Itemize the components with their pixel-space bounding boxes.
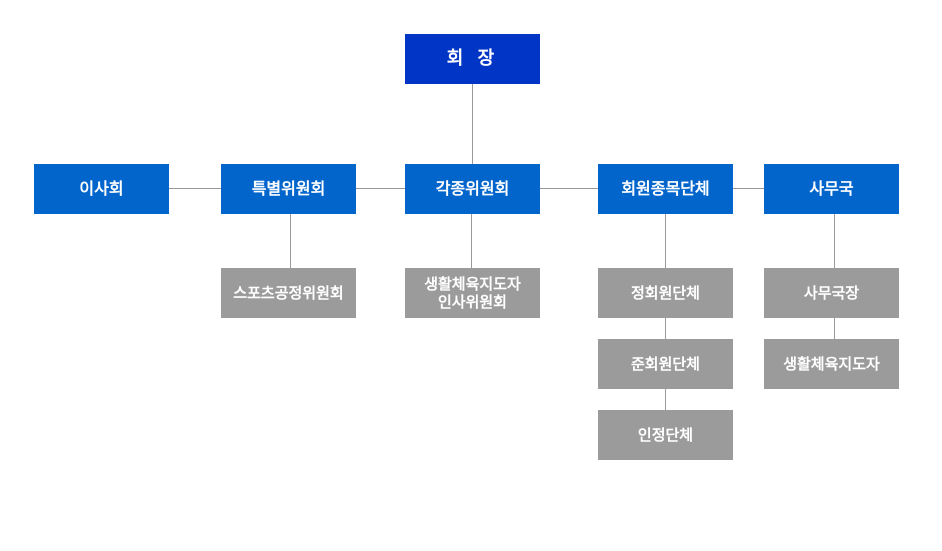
connector-top-vertical — [472, 84, 473, 164]
connector-special-down — [290, 214, 291, 268]
president-box: 회 장 — [405, 34, 540, 84]
committees-box: 각종위원회 — [405, 164, 540, 214]
secretariat-box: 사무국 — [764, 164, 899, 214]
secretary-general-box: 사무국장 — [764, 268, 899, 318]
associate-member-groups-box: 준회원단체 — [598, 339, 733, 389]
board-box: 이사회 — [34, 164, 169, 214]
recognized-groups-box: 인정단체 — [598, 410, 733, 460]
instructor-personnel-line1: 생활체육지도자 — [424, 275, 521, 293]
sports-instructor-box: 생활체육지도자 — [764, 339, 899, 389]
instructor-personnel-committee-box: 생활체육지도자 인사위원회 — [405, 268, 540, 318]
special-committee-box: 특별위원회 — [221, 164, 356, 214]
instructor-personnel-line2: 인사위원회 — [437, 293, 507, 311]
full-member-groups-box: 정회원단체 — [598, 268, 733, 318]
connector-committees-down — [471, 214, 472, 268]
sports-fairness-committee-box: 스포츠공정위원회 — [221, 268, 356, 318]
member-groups-box: 회원종목단체 — [598, 164, 733, 214]
